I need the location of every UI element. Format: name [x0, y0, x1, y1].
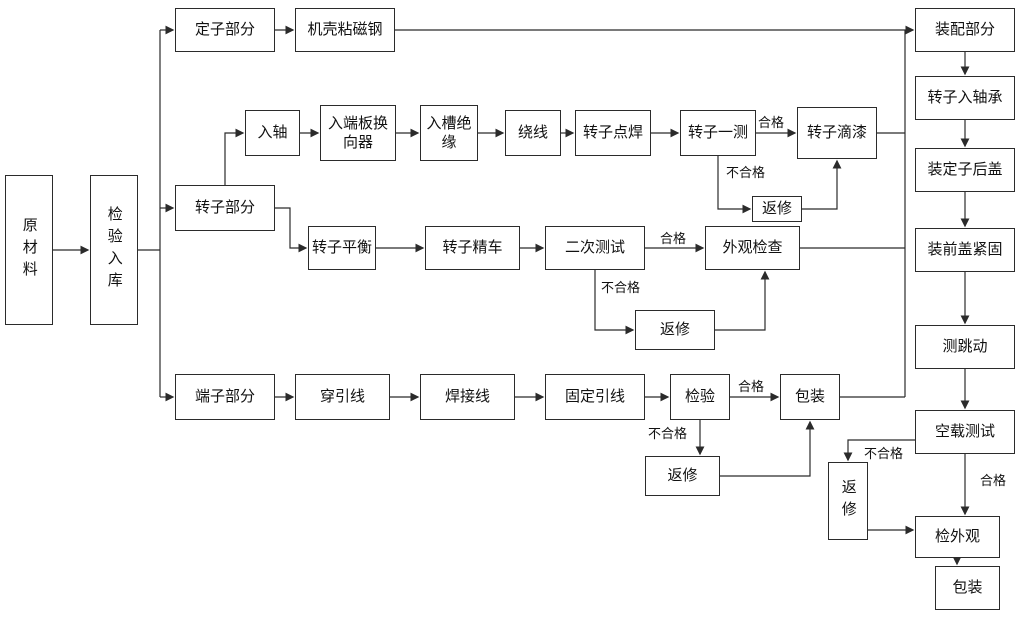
node-label-mount-stator-back-cover: 装定子后盖 — [927, 160, 1003, 179]
node-label-no-load-test: 空载测试 — [934, 422, 995, 441]
node-second-test: 二次测试 — [545, 226, 645, 270]
node-label-rotor-part: 转子部分 — [194, 198, 255, 217]
node-label-terminal-part: 端子部分 — [194, 387, 255, 406]
node-label-slot-insulation: 入槽绝缘 — [426, 113, 472, 152]
node-rework-terminal: 返修 — [645, 456, 720, 496]
node-label-rotor-drip-paint: 转子滴漆 — [806, 123, 867, 142]
edge-rotor-to-shaft — [224, 128, 245, 185]
node-label-appearance-check: 外观检查 — [722, 238, 783, 257]
node-raw-material: 原材料 — [5, 175, 53, 325]
node-inspection: 检验 — [670, 374, 730, 420]
node-inspection-inbound: 检验入库 — [90, 175, 138, 325]
node-label-thread-lead-wire: 穿引线 — [319, 387, 365, 406]
edge-label-pass-rotor-test: 合格 — [758, 116, 785, 131]
node-label-rework-no-load: 返修 — [839, 479, 858, 523]
node-rework-second-test: 返修 — [635, 310, 715, 350]
node-label-rework-second-test: 返修 — [659, 320, 690, 339]
node-label-casing-magnet-steel: 机壳粘磁钢 — [307, 20, 383, 39]
node-fix-lead-wire: 固定引线 — [545, 374, 645, 420]
node-label-appearance-inspection: 检外观 — [934, 527, 980, 546]
node-rotor-into-bearing: 转子入轴承 — [915, 76, 1015, 120]
node-end-plate-commutator: 入端板换向器 — [320, 105, 396, 161]
node-label-stator-part: 定子部分 — [194, 20, 255, 39]
edge-rework-to-appearance — [715, 270, 770, 331]
node-label-inspection-inbound: 检验入库 — [105, 206, 124, 294]
node-rotor-balance: 转子平衡 — [308, 226, 376, 270]
node-rotor-drip-paint: 转子滴漆 — [797, 107, 877, 159]
node-runout-test: 测跳动 — [915, 325, 1015, 369]
node-casing-magnet-steel: 机壳粘磁钢 — [295, 8, 395, 52]
node-label-rotor-into-bearing: 转子入轴承 — [927, 88, 1003, 107]
edge-firsttest-fail-to-rework — [717, 156, 752, 214]
node-stator-part: 定子部分 — [175, 8, 275, 52]
node-rotor-first-test: 转子一测 — [680, 110, 756, 156]
node-packaging-final: 包装 — [935, 566, 1000, 610]
node-rework-rotor-test: 返修 — [752, 196, 802, 222]
node-label-rework-rotor-test: 返修 — [761, 199, 792, 218]
node-mount-front-cover-fasten: 装前盖紧固 — [915, 228, 1015, 272]
node-label-mount-front-cover-fasten: 装前盖紧固 — [927, 240, 1003, 259]
edge-label-fail-no-load: 不合格 — [864, 447, 904, 462]
node-rotor-finish-turn: 转子精车 — [425, 226, 520, 270]
node-rotor-part: 转子部分 — [175, 185, 275, 231]
edge-noload-fail-to-rework — [843, 439, 915, 462]
node-shaft-insert: 入轴 — [245, 110, 300, 156]
node-rotor-spot-weld: 转子点焊 — [575, 110, 651, 156]
node-terminal-part: 端子部分 — [175, 374, 275, 420]
node-label-inspection: 检验 — [684, 387, 715, 406]
edge-label-fail-rotor-test: 不合格 — [726, 166, 766, 181]
node-label-rework-terminal: 返修 — [667, 466, 698, 485]
node-appearance-inspection: 检外观 — [915, 516, 1000, 558]
node-weld-wire: 焊接线 — [420, 374, 515, 420]
edge-rework-to-drippaint — [802, 159, 842, 210]
node-label-assembly-part: 装配部分 — [934, 20, 995, 39]
node-mount-stator-back-cover: 装定子后盖 — [915, 148, 1015, 192]
node-label-second-test: 二次测试 — [564, 238, 625, 257]
node-packaging-terminal: 包装 — [780, 374, 840, 420]
node-no-load-test: 空载测试 — [915, 410, 1015, 454]
edge-label-pass-second-test: 合格 — [660, 232, 687, 247]
node-slot-insulation: 入槽绝缘 — [420, 105, 478, 161]
node-label-runout-test: 测跳动 — [942, 337, 988, 356]
node-label-packaging-final: 包装 — [952, 578, 983, 597]
node-label-shaft-insert: 入轴 — [257, 123, 288, 142]
node-rework-no-load: 返修 — [828, 462, 868, 540]
node-assembly-part: 装配部分 — [915, 8, 1015, 52]
node-label-weld-wire: 焊接线 — [444, 387, 490, 406]
node-thread-lead-wire: 穿引线 — [295, 374, 390, 420]
node-label-rotor-first-test: 转子一测 — [687, 123, 748, 142]
edge-label-fail-second-test: 不合格 — [601, 281, 641, 296]
edge-secondtest-fail-to-rework — [594, 270, 635, 335]
node-label-rotor-balance: 转子平衡 — [311, 238, 372, 257]
node-label-raw-material: 原材料 — [20, 217, 39, 283]
edge-label-fail-inspection: 不合格 — [648, 427, 688, 442]
edge-rework-to-packaging — [720, 420, 815, 477]
node-label-fix-lead-wire: 固定引线 — [564, 387, 625, 406]
edge-label-pass-inspection: 合格 — [738, 380, 765, 395]
edge-label-pass-no-load: 合格 — [980, 474, 1007, 489]
node-label-rotor-spot-weld: 转子点焊 — [582, 123, 643, 142]
node-label-winding: 绕线 — [517, 123, 548, 142]
node-label-rotor-finish-turn: 转子精车 — [442, 238, 503, 257]
node-appearance-check: 外观检查 — [705, 226, 800, 270]
node-winding: 绕线 — [505, 110, 561, 156]
edge-rotor-to-balance — [275, 207, 308, 253]
node-label-packaging-terminal: 包装 — [794, 387, 825, 406]
node-label-end-plate-commutator: 入端板换向器 — [327, 113, 388, 152]
